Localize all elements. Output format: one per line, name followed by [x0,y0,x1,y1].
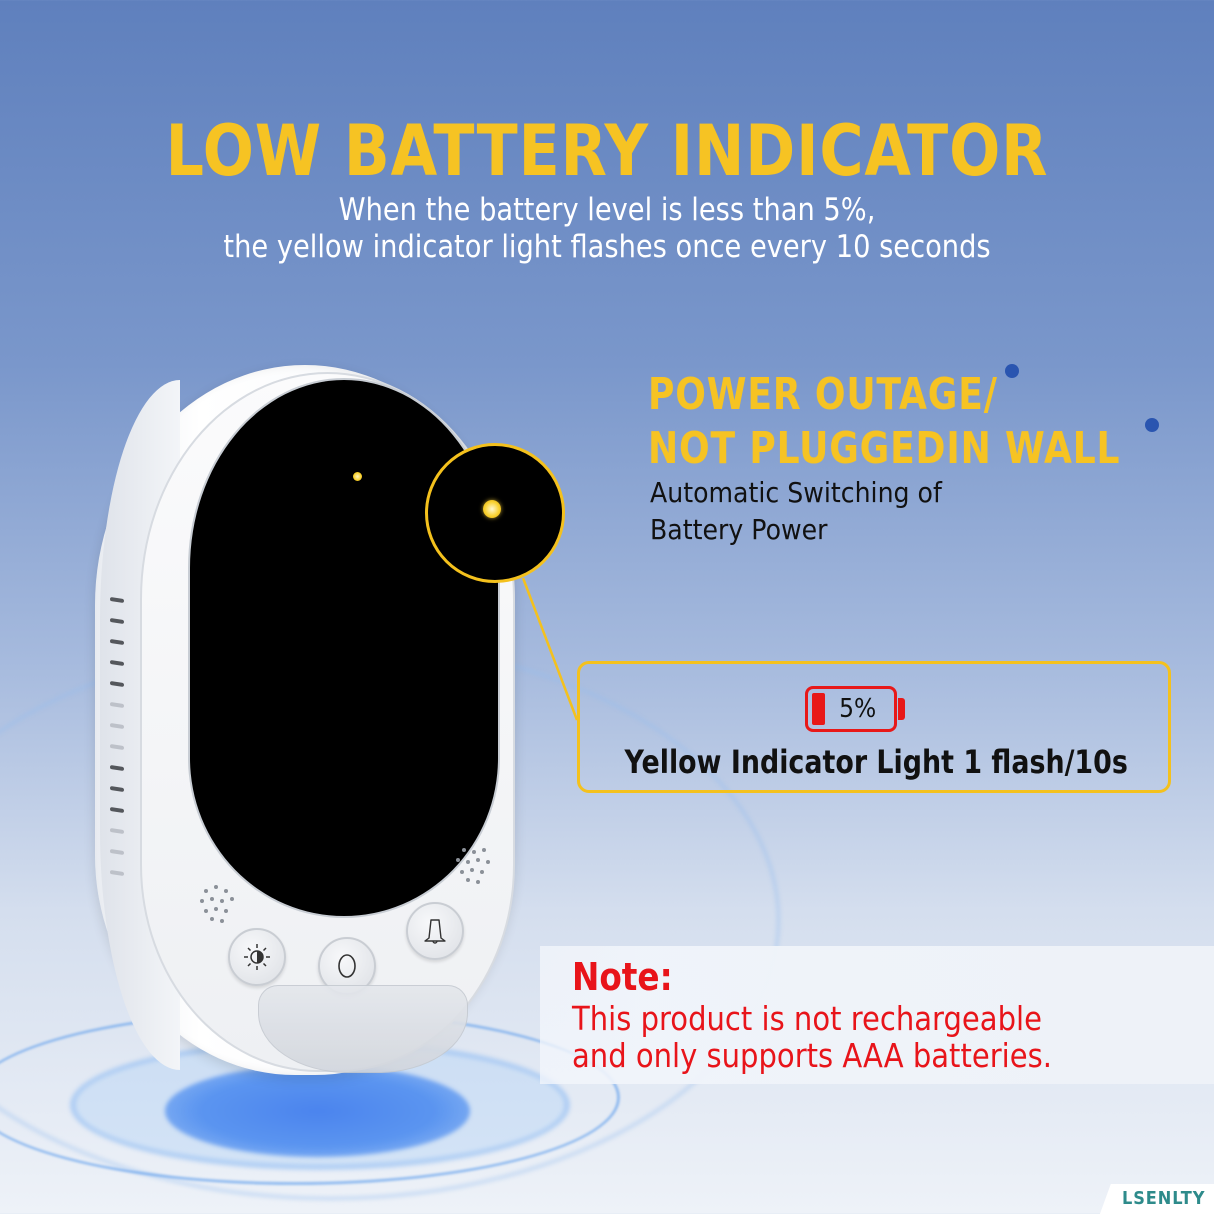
decor-dot [1005,364,1019,378]
subtitle: When the battery level is less than 5%, … [73,192,1141,266]
bell-icon [424,919,446,944]
brand-logo: LSENLTY [1122,1188,1206,1209]
power-outage-title: POWER OUTAGE/ NOT PLUGGEDIN WALL [648,368,1120,476]
power-desc-line-1: Automatic Switching of [650,476,942,509]
note-line-1: This product is not rechargeable [572,999,1042,1038]
speaker-grill-left [200,885,244,925]
power-title-line-1: POWER OUTAGE/ [648,369,998,420]
brightness-icon [244,944,270,970]
indicator-led [353,472,362,481]
decor-dot [1145,418,1159,432]
note-line-2: and only supports AAA batteries. [572,1036,1052,1075]
note-text: This product is not rechargeable and onl… [572,1000,1052,1074]
indicator-label: Yellow Indicator Light 1 flash/10s [624,743,1128,781]
indicator-led-magnified [483,500,501,518]
battery-tip [898,698,905,720]
power-title-line-2: NOT PLUGGEDIN WALL [648,423,1121,474]
power-desc-line-2: Battery Power [650,513,828,546]
note-band [540,946,1214,1084]
page-title: LOW BATTERY INDICATOR [165,110,1049,192]
battery-percent: 5% [839,694,877,724]
battery-low-icon: 5% [805,686,897,732]
subtitle-line-1: When the battery level is less than 5%, [338,192,876,228]
ripple-glow [165,1065,470,1157]
power-description: Automatic Switching of Battery Power [650,474,942,548]
speaker-grill-right [452,848,496,888]
battery-fill [812,693,825,725]
bell-button[interactable] [406,902,464,960]
subtitle-line-2: the yellow indicator light flashes once … [223,229,991,265]
note-title: Note: [572,955,673,999]
device-base-sensor [258,985,468,1073]
indicator-info-box [577,661,1171,793]
side-vents [110,597,126,892]
brightness-button[interactable] [228,928,286,986]
power-circle-icon [338,954,356,978]
